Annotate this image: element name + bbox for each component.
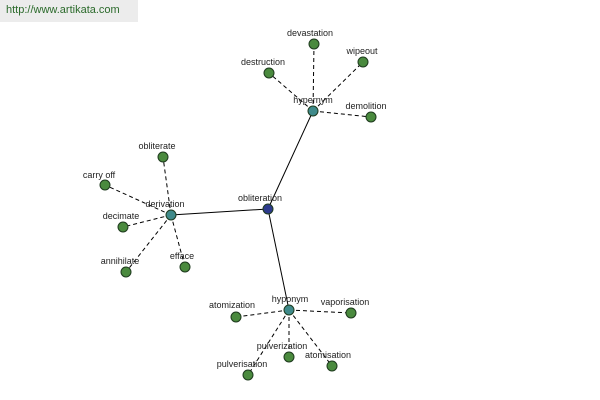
node-atomization[interactable] <box>230 311 242 323</box>
edge-hyponym-atomisation <box>288 309 333 367</box>
node-decimate[interactable] <box>117 221 129 233</box>
node-label-vaporisation[interactable]: vaporisation <box>321 297 370 307</box>
edge-derivation-annihilate <box>125 214 172 273</box>
node-label-pulverisation[interactable]: pulverisation <box>217 359 268 369</box>
node-label-atomisation[interactable]: atomisation <box>305 350 351 360</box>
node-label-hyponym[interactable]: hyponym <box>272 294 309 304</box>
node-label-carry-off[interactable]: carry off <box>83 170 116 180</box>
site-url-link[interactable]: http://www.artikata.com <box>0 0 138 22</box>
node-derivation[interactable] <box>165 209 177 221</box>
node-pulverization[interactable] <box>283 351 295 363</box>
edge-hyponym-pulverisation <box>247 309 290 376</box>
edge-derivation-decimate <box>122 214 172 228</box>
edge-hypernym-wipeout <box>312 61 364 112</box>
edge-derivation-efface <box>170 214 186 268</box>
edge-obliteration-hyponym <box>267 208 290 311</box>
node-destruction[interactable] <box>263 67 275 79</box>
node-label-annihilate[interactable]: annihilate <box>101 256 140 266</box>
node-atomisation[interactable] <box>326 360 338 372</box>
node-pulverisation[interactable] <box>242 369 254 381</box>
node-label-obliteration[interactable]: obliteration <box>238 193 282 203</box>
node-hypernym[interactable] <box>307 105 319 117</box>
node-label-devastation[interactable]: devastation <box>287 28 333 38</box>
node-label-decimate[interactable]: decimate <box>103 211 140 221</box>
node-label-wipeout[interactable]: wipeout <box>345 46 378 56</box>
node-annihilate[interactable] <box>120 266 132 278</box>
edge-hyponym-atomization <box>235 309 290 318</box>
edge-derivation-carry-off <box>104 184 172 216</box>
node-vaporisation[interactable] <box>345 307 357 319</box>
node-label-obliterate[interactable]: obliterate <box>138 141 175 151</box>
node-label-destruction[interactable]: destruction <box>241 57 285 67</box>
node-hyponym[interactable] <box>283 304 295 316</box>
edge-hyponym-vaporisation <box>288 309 352 314</box>
node-efface[interactable] <box>179 261 191 273</box>
node-label-atomization[interactable]: atomization <box>209 300 255 310</box>
node-devastation[interactable] <box>308 38 320 50</box>
node-obliterate[interactable] <box>157 151 169 163</box>
node-demolition[interactable] <box>365 111 377 123</box>
node-carry-off[interactable] <box>99 179 111 191</box>
node-obliteration[interactable] <box>262 203 274 215</box>
node-label-demolition[interactable]: demolition <box>345 101 386 111</box>
node-label-hypernym[interactable]: hypernym <box>293 95 333 105</box>
edge-obliteration-derivation <box>170 208 269 216</box>
edge-hypernym-destruction <box>268 72 314 112</box>
node-label-derivation[interactable]: derivation <box>145 199 184 209</box>
edge-derivation-obliterate <box>162 156 172 216</box>
node-label-efface[interactable]: efface <box>170 251 194 261</box>
node-label-pulverization[interactable]: pulverization <box>257 341 308 351</box>
node-wipeout[interactable] <box>357 56 369 68</box>
edge-hypernym-demolition <box>312 110 372 118</box>
edge-obliteration-hypernym <box>267 110 314 210</box>
